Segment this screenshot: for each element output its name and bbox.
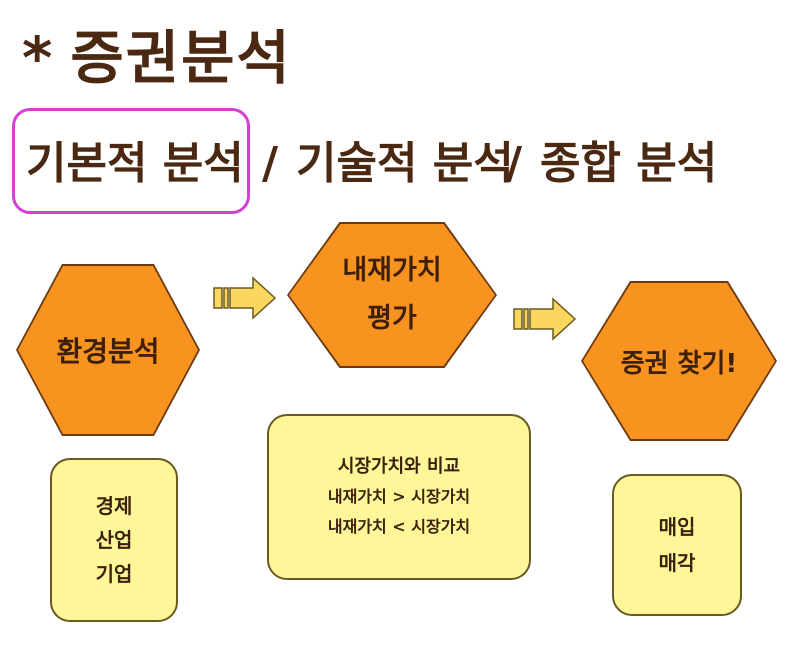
hexagon-intrinsic-value	[289, 224, 495, 366]
subtitle-separator: /	[506, 138, 523, 189]
step-label: 증권 찾기!	[620, 348, 738, 379]
hexagon-environment	[18, 266, 198, 434]
note-card-value-comparison: 시장가치와 비교 내재가치 > 시장가치 내재가치 < 시장가치	[267, 414, 531, 580]
note-line: 산업	[95, 528, 133, 552]
highlight-box	[12, 108, 250, 214]
hexagon-environment-label: 환경분석	[18, 266, 198, 434]
step-label: 평가	[367, 303, 417, 334]
title-text: 증권분석	[70, 24, 292, 92]
step-label: 내재가치	[342, 255, 442, 286]
hexagon-intrinsic-value-label: 내재가치 평가	[289, 224, 495, 366]
subtitle-technical: 기술적 분석	[296, 138, 514, 189]
title-asterisk: *	[22, 24, 55, 92]
note-line: 매입	[658, 515, 696, 539]
hexagon-find-securities-label: 증권 찾기!	[583, 283, 775, 439]
subtitle-separator: /	[262, 138, 279, 189]
step-label: 환경분석	[56, 335, 160, 368]
note-card-analysis-scope: 경제 산업 기업	[50, 458, 178, 622]
right-arrow-icon	[213, 276, 277, 320]
note-line: 내재가치 < 시장가치	[327, 517, 471, 536]
hexagon-find-securities	[583, 283, 775, 439]
note-card-trade-decision: 매입 매각	[612, 474, 742, 616]
note-line: 매각	[658, 551, 696, 575]
right-arrow-icon	[513, 297, 577, 341]
note-line: 기업	[95, 562, 133, 586]
subtitle-comprehensive: 종합 분석	[540, 138, 718, 189]
note-line: 시장가치와 비교	[337, 456, 461, 477]
note-line: 경제	[95, 494, 133, 518]
subtitle-fundamental: 기본적 분석	[26, 138, 244, 189]
note-line: 내재가치 > 시장가치	[327, 487, 471, 506]
page-title: *증권분석	[22, 18, 292, 98]
